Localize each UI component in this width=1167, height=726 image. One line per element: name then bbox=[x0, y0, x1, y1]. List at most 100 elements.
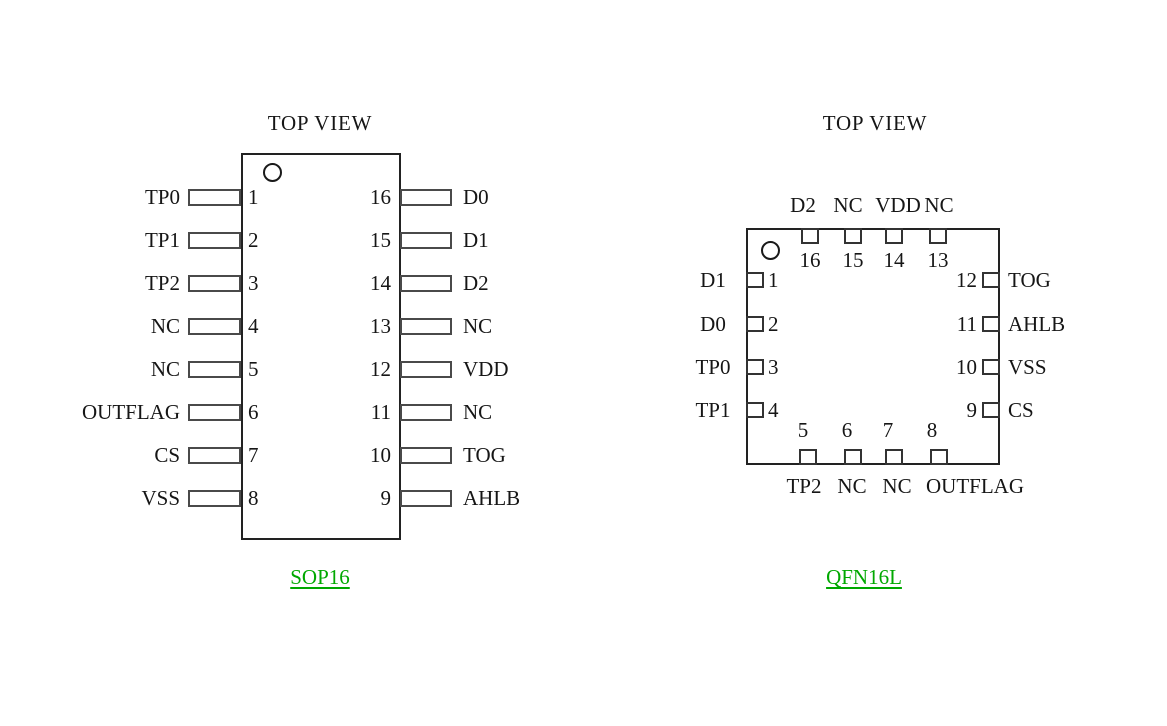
pin-pad bbox=[746, 272, 764, 288]
pin-number: 13 bbox=[370, 314, 391, 338]
pin-number: 4 bbox=[768, 398, 779, 422]
pin-label: TP0 bbox=[695, 355, 731, 379]
sop16-pin-row-3: TP2 3 bbox=[60, 272, 259, 294]
pin-number: 14 bbox=[883, 248, 905, 272]
pin-label: D1 bbox=[700, 268, 726, 292]
pin-lead bbox=[188, 231, 241, 249]
pin-number: 1 bbox=[768, 268, 779, 292]
pin-lead bbox=[400, 274, 452, 292]
pin-number: 1 bbox=[248, 185, 259, 209]
pin-lead bbox=[188, 317, 241, 335]
pin-lead bbox=[400, 489, 452, 507]
pin-number: 16 bbox=[799, 248, 821, 272]
pin-label: VSS bbox=[141, 486, 180, 510]
qfn16l-package-body bbox=[746, 228, 1000, 465]
pin-lead bbox=[188, 360, 241, 378]
pin-pad bbox=[746, 402, 764, 418]
sop16-pin-row-1: TP0 1 bbox=[60, 186, 259, 208]
pin-label: TP1 bbox=[144, 228, 180, 252]
pin-label: NC bbox=[150, 314, 180, 338]
pin-number: 6 bbox=[841, 418, 853, 442]
pin-number: 6 bbox=[248, 400, 259, 424]
pin-label: NC bbox=[924, 193, 954, 217]
pin-label: OUTFLAG bbox=[82, 400, 180, 424]
pin-label: TP1 bbox=[695, 398, 731, 422]
pin-number: 8 bbox=[248, 486, 259, 510]
pin-label: AHLB bbox=[463, 486, 521, 510]
pin-lead bbox=[400, 360, 452, 378]
pin-label: D1 bbox=[463, 228, 489, 252]
pin-label: OUTFLAG bbox=[926, 474, 1024, 498]
pin-number: 12 bbox=[370, 357, 391, 381]
pin-label: CS bbox=[1008, 398, 1034, 422]
sop16-pin-row-15: 15 D1 bbox=[367, 229, 489, 251]
pin-number: 10 bbox=[956, 355, 977, 379]
pin-lead bbox=[400, 403, 452, 421]
pin-pad bbox=[801, 228, 819, 244]
pin-pad bbox=[982, 272, 1000, 288]
sop16-pin-row-12: 12 VDD bbox=[367, 358, 509, 380]
sop16-pin-row-16: 16 D0 bbox=[367, 186, 489, 208]
sop16-pin-row-14: 14 D2 bbox=[367, 272, 489, 294]
pin-number: 2 bbox=[248, 228, 259, 252]
pin-number: 10 bbox=[370, 443, 391, 467]
pin-number: 15 bbox=[370, 228, 391, 252]
pin-lead bbox=[188, 489, 241, 507]
pin-number: 11 bbox=[370, 400, 391, 424]
pin-label: TOG bbox=[1008, 268, 1051, 292]
pin-number: 11 bbox=[956, 312, 977, 336]
pin-lead bbox=[188, 188, 241, 206]
pin-label: D2 bbox=[790, 193, 816, 217]
pin-pad bbox=[844, 228, 862, 244]
pin-number: 14 bbox=[370, 271, 391, 295]
qfn16l-package-name-link[interactable]: QFN16L bbox=[826, 565, 902, 589]
pin-label: NC bbox=[150, 357, 180, 381]
pin-label: TP2 bbox=[786, 474, 822, 498]
pin-number: 9 bbox=[966, 398, 978, 422]
sop16-pin-row-7: CS 7 bbox=[60, 444, 258, 466]
pin-number: 15 bbox=[842, 248, 864, 272]
qfn16l-pin1-indicator-icon bbox=[761, 241, 780, 260]
sop16-pin1-indicator-icon bbox=[263, 163, 282, 182]
pin-number: 3 bbox=[248, 271, 259, 295]
pin-lead bbox=[188, 274, 241, 292]
pin-number: 4 bbox=[248, 314, 259, 338]
pin-label: NC bbox=[833, 193, 863, 217]
pin-label: TOG bbox=[463, 443, 506, 467]
pin-pad bbox=[929, 228, 947, 244]
pin-number: 12 bbox=[956, 268, 977, 292]
pin-number: 3 bbox=[768, 355, 779, 379]
pin-number: 5 bbox=[797, 418, 809, 442]
sop16-pin-row-2: TP1 2 bbox=[60, 229, 259, 251]
pin-label: NC bbox=[463, 400, 493, 424]
sop16-package-name-link[interactable]: SOP16 bbox=[290, 565, 350, 589]
pin-label: VSS bbox=[1008, 355, 1047, 379]
pin-pad bbox=[982, 359, 1000, 375]
pin-number: 2 bbox=[768, 312, 779, 336]
sop16-pin-row-8: VSS 8 bbox=[60, 486, 259, 510]
sop16-pin-row-13: 13 NC bbox=[367, 315, 492, 337]
pin-number: 8 bbox=[926, 418, 938, 442]
pin-number: 13 bbox=[927, 248, 949, 272]
pin-label: VDD bbox=[875, 193, 921, 217]
pin-label: D0 bbox=[700, 312, 726, 336]
pin-label: VDD bbox=[463, 357, 509, 381]
sop16-pin-row-9: 9 AHLB bbox=[367, 486, 521, 510]
pin-pad bbox=[799, 449, 817, 465]
sop16-pin-row-6: OUTFLAG 6 bbox=[60, 401, 259, 423]
pin-label: TP0 bbox=[144, 185, 180, 209]
pin-lead bbox=[400, 317, 452, 335]
pin-pad bbox=[844, 449, 862, 465]
pin-pad bbox=[930, 449, 948, 465]
pin-label: NC bbox=[882, 474, 912, 498]
pin-number: 9 bbox=[380, 486, 392, 510]
pin-pad bbox=[885, 449, 903, 465]
sop16-top-view-title: TOP VIEW bbox=[267, 111, 373, 135]
pin-label: AHLB bbox=[1008, 312, 1066, 336]
pin-label: NC bbox=[463, 314, 493, 338]
pin-lead bbox=[188, 446, 241, 464]
pin-pad bbox=[746, 359, 764, 375]
pin-number: 5 bbox=[248, 357, 259, 381]
pin-lead bbox=[400, 231, 452, 249]
pin-label: NC bbox=[837, 474, 867, 498]
